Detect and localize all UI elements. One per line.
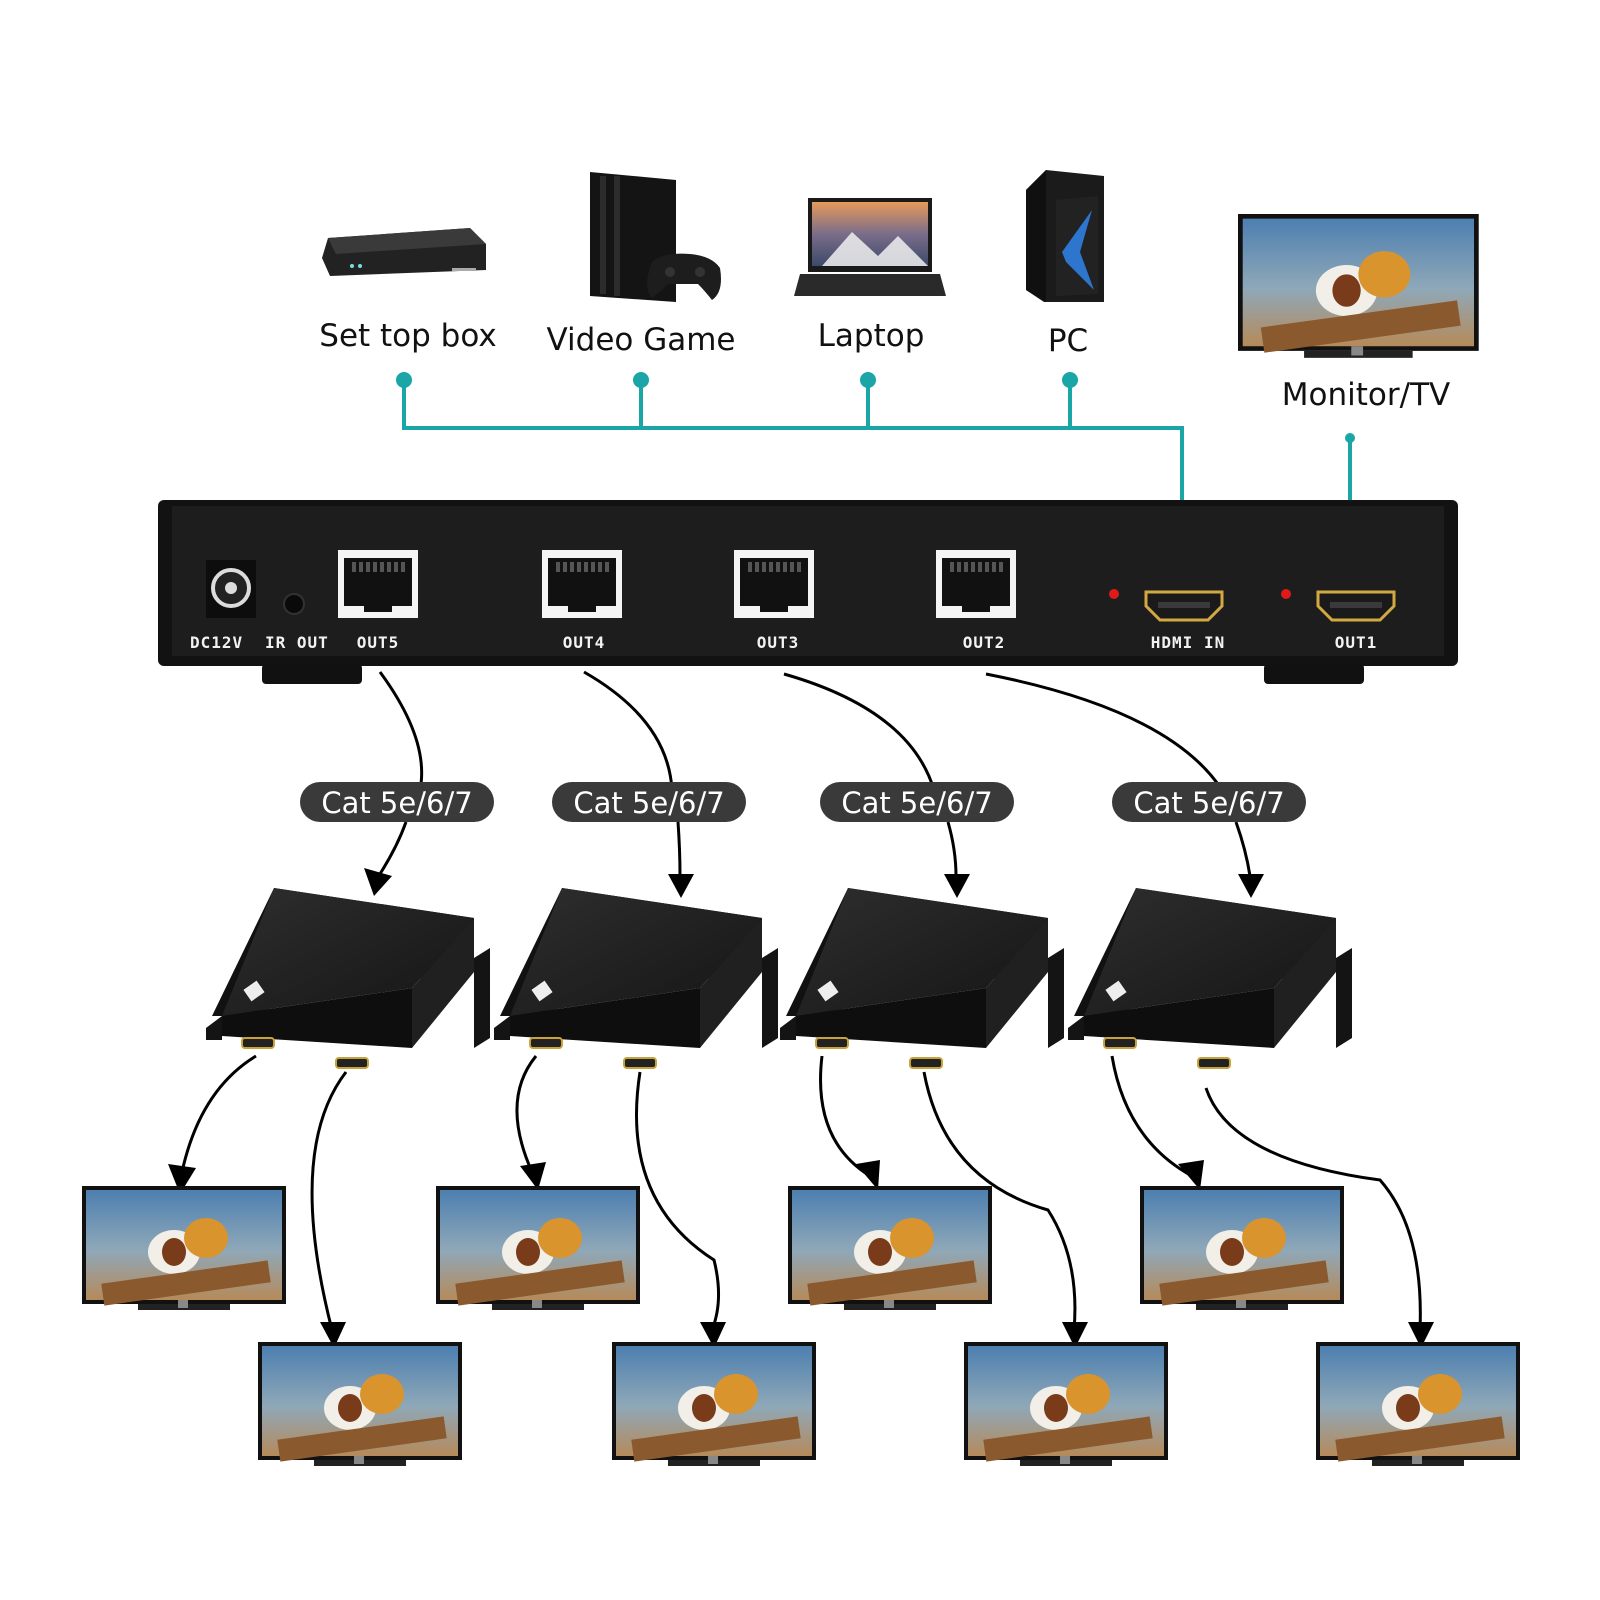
set-top-box-icon (322, 228, 486, 276)
display-rx3-b (964, 1342, 1168, 1466)
svg-text:Cat 5e/6/7: Cat 5e/6/7 (1133, 786, 1284, 820)
hdmi-in-port (1144, 590, 1224, 622)
out1-port (1316, 590, 1396, 622)
source-label-set-top-box: Set top box (319, 318, 496, 354)
port-label-out2: OUT2 (963, 633, 1006, 652)
hdmi-out-arrowheads (168, 1160, 1434, 1348)
display-rx1-a (82, 1186, 286, 1310)
out3-port (734, 550, 814, 618)
display-rx2-b (612, 1342, 816, 1466)
receiver-2 (493, 887, 779, 1069)
svg-text:Cat 5e/6/7: Cat 5e/6/7 (573, 786, 724, 820)
port-label-out3: OUT3 (757, 633, 800, 652)
receiver-4 (1067, 887, 1353, 1069)
monitor-tv-label: Monitor/TV (1282, 377, 1450, 413)
source-connection-dots (396, 372, 1355, 443)
receiver-1 (205, 887, 491, 1069)
dc12v-jack (206, 560, 256, 618)
display-rx3-a (788, 1186, 992, 1310)
cable-label-4: Cat 5e/6/7 (1112, 782, 1306, 822)
display-rx4-b (1316, 1342, 1520, 1466)
cable-label-1: Cat 5e/6/7 (300, 782, 494, 822)
laptop-icon (794, 198, 946, 296)
receiver-3 (779, 887, 1065, 1069)
game-console-icon (590, 172, 721, 302)
ir-out-jack (283, 593, 305, 615)
source-label-video-game: Video Game (547, 322, 736, 358)
cat-cable-lines (374, 670, 1252, 881)
port-label-dc12v: DC12V (190, 633, 243, 652)
port-label-ir-out: IR OUT (265, 633, 329, 652)
source-label-pc: PC (1048, 323, 1088, 359)
hdmi-out-cables (180, 1054, 1422, 1331)
port-label-out1: OUT1 (1335, 633, 1378, 652)
port-label-hdmi-in: HDMI IN (1151, 633, 1225, 652)
out5-port (338, 550, 418, 618)
svg-text:Cat 5e/6/7: Cat 5e/6/7 (321, 786, 472, 820)
out4-port (542, 550, 622, 618)
display-rx1-b (258, 1342, 462, 1466)
out1-led (1281, 589, 1291, 599)
display-rx4-a (1140, 1186, 1344, 1310)
cable-label-2: Cat 5e/6/7 (552, 782, 746, 822)
port-label-out5: OUT5 (357, 633, 400, 652)
port-label-out4: OUT4 (563, 633, 606, 652)
cat-cable-arrowheads (364, 868, 1264, 898)
svg-text:Cat 5e/6/7: Cat 5e/6/7 (841, 786, 992, 820)
cable-label-3: Cat 5e/6/7 (820, 782, 1014, 822)
monitor-icon (1238, 214, 1479, 358)
pc-tower-icon (1026, 170, 1104, 302)
source-label-laptop: Laptop (818, 318, 925, 354)
hdmi-in-led (1109, 589, 1119, 599)
display-rx2-a (436, 1186, 640, 1310)
out2-port (936, 550, 1016, 618)
